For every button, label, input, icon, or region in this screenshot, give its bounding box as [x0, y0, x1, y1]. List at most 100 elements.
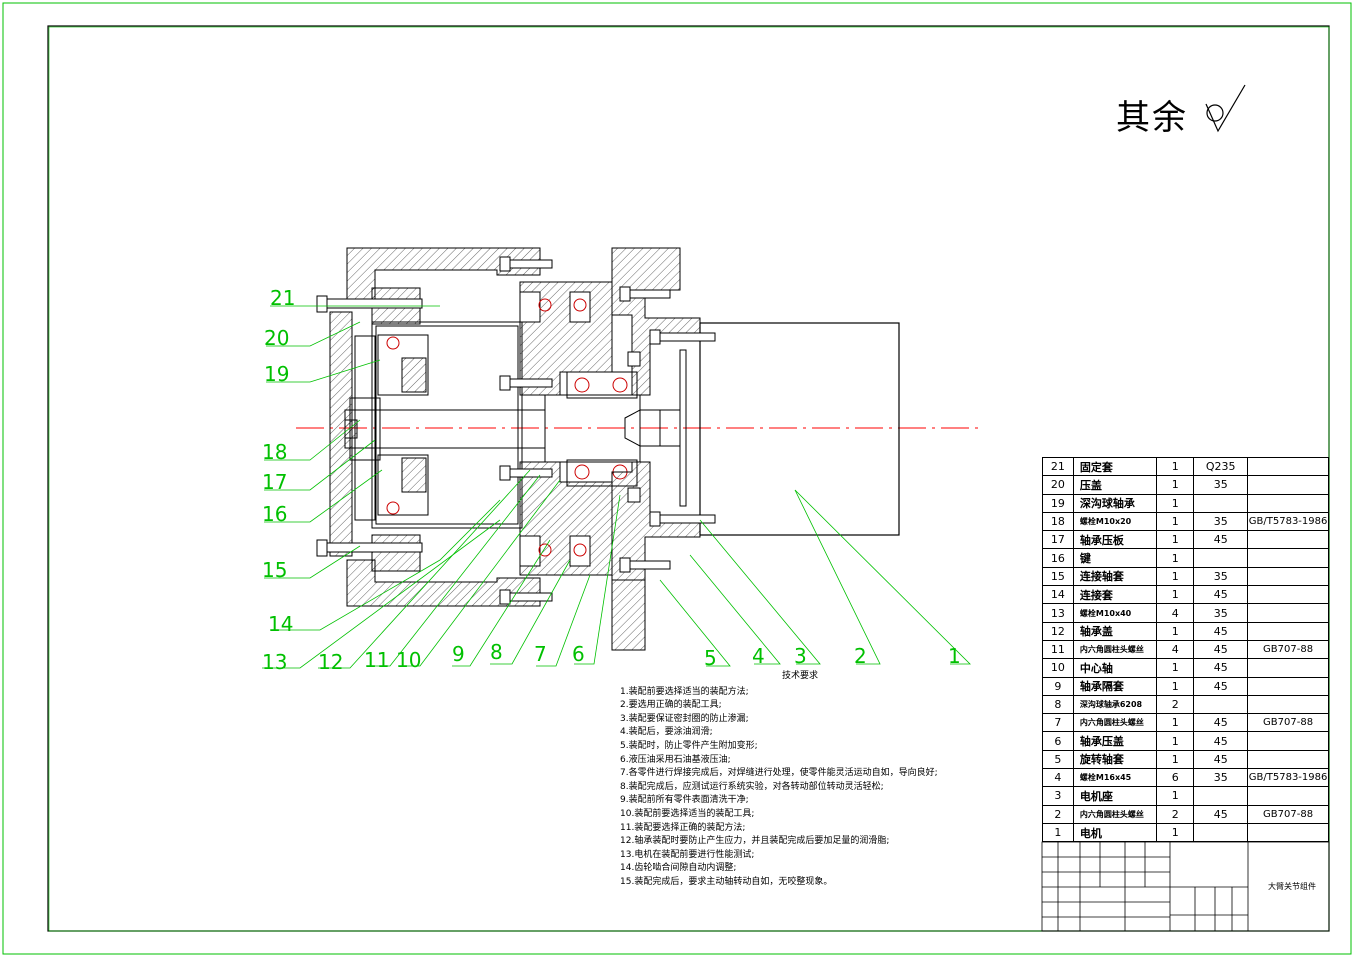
bom-no: 8: [1042, 694, 1074, 715]
bom-name: 深沟球轴承6208: [1072, 694, 1158, 715]
bom-material: 45: [1193, 621, 1249, 641]
leader-number: 21: [270, 286, 296, 310]
motor-seat: [611, 247, 701, 651]
tech-item: 7.各零件进行焊接完成后，对焊缝进行处理，使零件能灵活运动自如，导向良好;: [620, 768, 938, 779]
bom-name: 压盖: [1072, 475, 1158, 495]
bom-qty: 4: [1156, 639, 1195, 660]
bom-name: 电机座: [1072, 786, 1158, 806]
tech-item: 11.装配要选择正确的装配方法;: [620, 822, 746, 833]
leader-number: 16: [262, 502, 288, 526]
tech-item: 13.电机在装配前要进行性能测试;: [620, 849, 755, 860]
bom-standard: [1247, 475, 1329, 495]
bom-standard: [1247, 548, 1329, 568]
bom-name: 轴承隔套: [1072, 676, 1158, 696]
tech-list: 1.装配前要选择适当的装配方法;2.要选用正确的装配工具;3.装配要保证密封圈的…: [620, 686, 940, 890]
bom-name: 固定套: [1072, 456, 1158, 477]
bom-no: 3: [1042, 786, 1074, 806]
roughness-symbol-icon: [1205, 84, 1246, 133]
leader-number: 5: [704, 646, 717, 670]
leader-number: 10: [396, 648, 422, 672]
bom-name: 内六角圆柱头螺丝: [1072, 804, 1158, 824]
bom-qty: 1: [1156, 713, 1195, 733]
leader-number: 9: [452, 642, 465, 666]
leader-number: 11: [364, 648, 390, 672]
bom-qty: 1: [1156, 658, 1195, 678]
bom-name: 螺栓M10x20: [1072, 511, 1158, 532]
bom-material: 45: [1193, 639, 1249, 660]
tech-item: 6.液压油采用石油基液压油;: [620, 754, 731, 765]
leader-number: 6: [572, 642, 585, 666]
leader-number: 2: [854, 644, 867, 668]
tech-item: 5.装配时，防止零件产生附加变形;: [620, 740, 758, 751]
leader-number: 20: [264, 326, 290, 350]
bom-material: 45: [1193, 585, 1249, 605]
tech-item: 3.装配要保证密封圈的防止渗漏;: [620, 713, 749, 724]
leader-lines: [262, 305, 971, 669]
tech-item: 12.轴承装配时要防止产生应力，并且装配完成后要加足量的润滑脂;: [620, 836, 890, 847]
leader-number: 17: [262, 470, 288, 494]
bom-qty: 2: [1156, 804, 1195, 824]
leader-number: 13: [262, 650, 288, 674]
bom-standard: GB/T5783-1986: [1247, 768, 1329, 788]
bom-qty: 1: [1156, 511, 1195, 532]
bom-material: 35: [1193, 475, 1249, 495]
bolts: [316, 256, 716, 605]
bom-qty: 1: [1156, 676, 1195, 696]
bom-qty: 1: [1156, 786, 1195, 806]
bom-name: 内六角圆柱头螺丝: [1072, 639, 1158, 660]
bom-no: 20: [1042, 475, 1074, 495]
bom-material: [1193, 694, 1249, 715]
leader-number: 8: [490, 640, 503, 664]
leader-number: 19: [264, 362, 290, 386]
bom-material: 45: [1193, 749, 1249, 770]
bom-no: 5: [1042, 749, 1074, 770]
bom-qty: 1: [1156, 566, 1195, 587]
bom-standard: [1247, 694, 1329, 715]
tech-item: 10.装配前要选择适当的装配工具;: [620, 808, 755, 819]
technical-requirements: 技术要求 1.装配前要选择适当的装配方法;2.要选用正确的装配工具;3.装配要保…: [620, 670, 940, 890]
tech-item: 9.装配前所有零件表面清洗干净;: [620, 795, 749, 806]
title-block: [1041, 841, 1330, 932]
leader-number: 1: [948, 644, 961, 668]
bom-standard: [1247, 786, 1329, 806]
bom-material: [1193, 493, 1249, 513]
leader-number: 4: [752, 644, 765, 668]
bom-name: 螺栓M10x40: [1072, 603, 1158, 623]
drawing-name: 大臂关节组件: [1268, 882, 1316, 891]
bearing-19: [377, 334, 429, 516]
bom-material: 35: [1193, 768, 1249, 788]
bom-no: 2: [1042, 804, 1074, 824]
bom-qty: 1: [1156, 475, 1195, 495]
bom-standard: GB707-88: [1247, 804, 1329, 824]
bom-no: 15: [1042, 566, 1074, 587]
bom-name: 轴承盖: [1072, 621, 1158, 641]
roughness-note: 其余: [1116, 98, 1188, 138]
bom-no: 11: [1042, 639, 1074, 660]
tech-item: 15.装配完成后，要求主动轴转动自如，无咬整现象。: [620, 876, 833, 887]
tech-item: 4.装配后，要涂油润滑;: [620, 727, 713, 738]
bom-material: 45: [1193, 804, 1249, 824]
bom-name: 螺栓M16x45: [1072, 768, 1158, 788]
bom-qty: 1: [1156, 731, 1195, 751]
bom-no: 1: [1042, 822, 1074, 843]
bom-no: 7: [1042, 713, 1074, 733]
bom-qty: 4: [1156, 603, 1195, 623]
bom-material: 45: [1193, 530, 1249, 550]
bom-name: 轴承压板: [1072, 530, 1158, 550]
inner-frame-green: [48, 26, 1330, 932]
bom-name: 连接套: [1072, 585, 1158, 605]
bom-qty: 1: [1156, 548, 1195, 568]
leader-number: 3: [794, 644, 807, 668]
bom-qty: 1: [1156, 621, 1195, 641]
shaft-key: [624, 409, 681, 447]
bom-standard: GB/T5783-1986: [1247, 511, 1329, 532]
